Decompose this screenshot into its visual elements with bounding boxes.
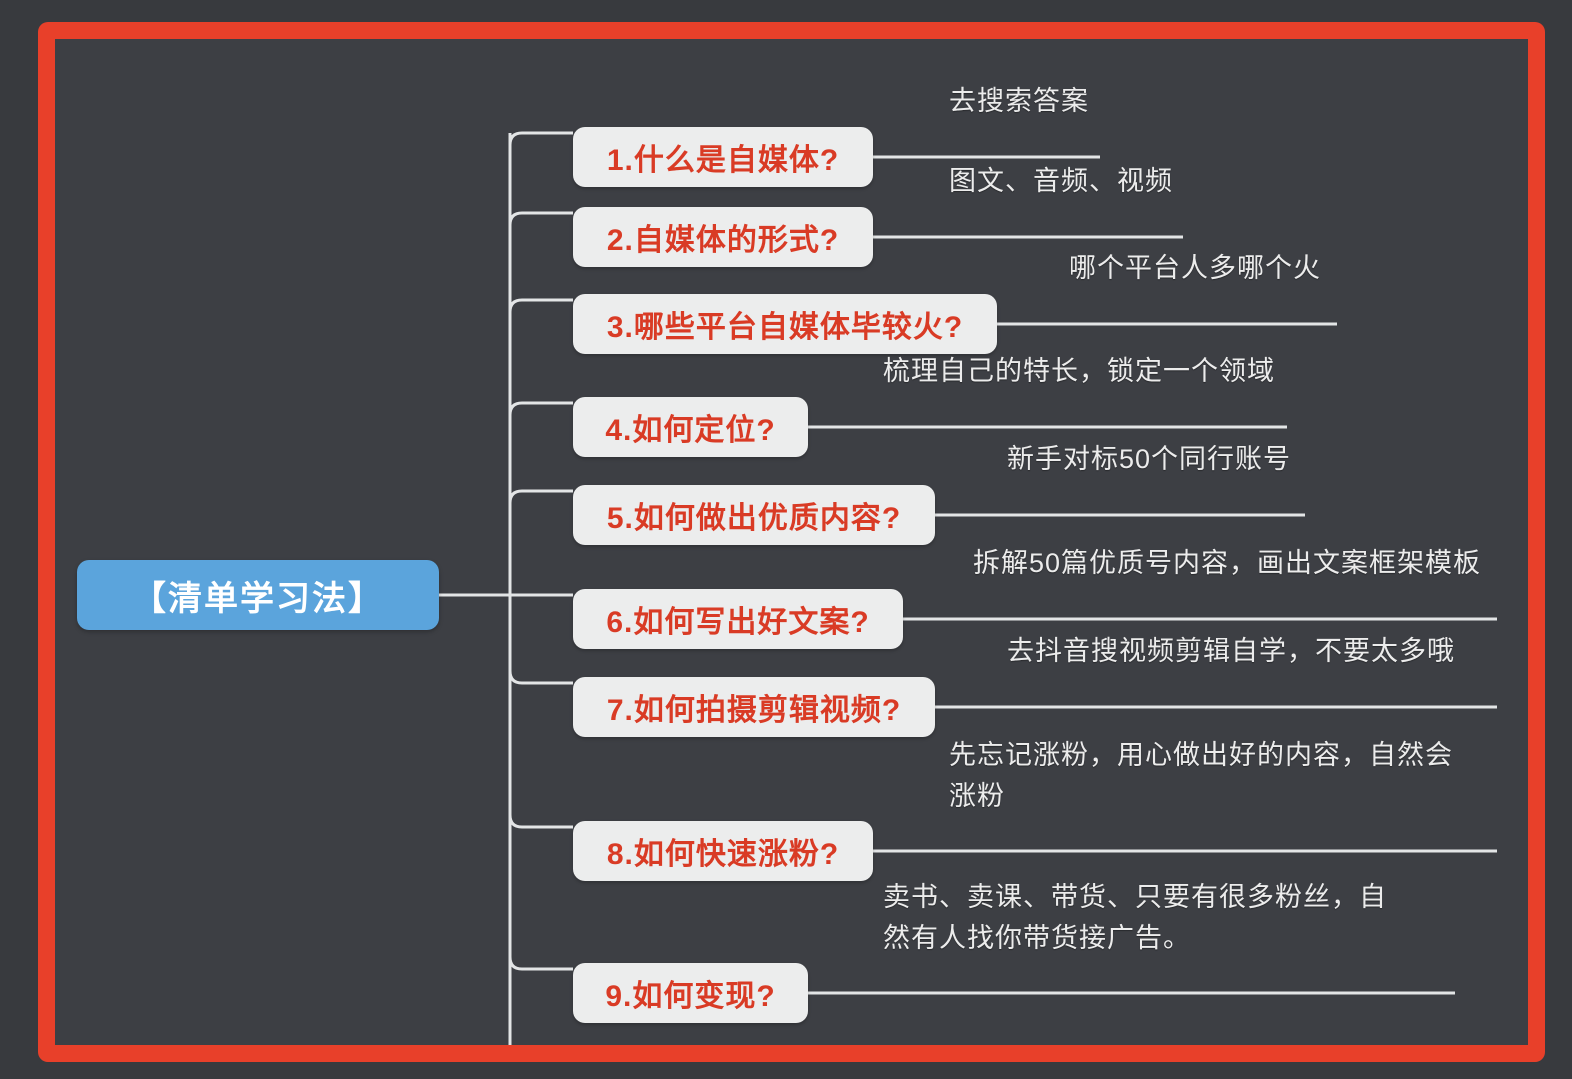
topic-node-2[interactable]: 2.自媒体的形式?	[573, 207, 873, 267]
topic-node-8[interactable]: 8.如何快速涨粉?	[573, 821, 873, 881]
topic-node-7-label: 7.如何拍摄剪辑视频?	[606, 694, 902, 727]
note-5: 新手对标50个同行账号	[1007, 444, 1292, 474]
note-7: 去抖音搜视频剪辑自学，不要太多哦	[1007, 636, 1455, 666]
mindmap-board: 【清单学习法】 1.什么是自媒体? 2.自媒体的形式? 3.哪些平台自媒体毕较火…	[55, 39, 1528, 1045]
wire-elbow-5	[508, 489, 573, 504]
root-node-label: 【清单学习法】	[132, 579, 384, 618]
note-2: 图文、音频、视频	[949, 166, 1173, 196]
topic-node-6[interactable]: 6.如何写出好文案?	[573, 589, 903, 649]
topic-node-5[interactable]: 5.如何做出优质内容?	[573, 485, 935, 545]
note-8: 先忘记涨粉，用心做出好的内容，自然会 涨粉	[949, 740, 1453, 811]
topic-node-2-label: 2.自媒体的形式?	[606, 224, 840, 257]
topic-node-6-label: 6.如何写出好文案?	[606, 606, 870, 639]
wire-elbow-2	[508, 211, 573, 226]
note-3: 哪个平台人多哪个火	[1069, 253, 1321, 283]
note-6: 拆解50篇优质号内容，画出文案框架模板	[973, 548, 1482, 578]
topic-node-4-label: 4.如何定位?	[605, 414, 776, 447]
topic-node-8-label: 8.如何快速涨粉?	[606, 838, 840, 871]
topic-node-1[interactable]: 1.什么是自媒体?	[573, 127, 873, 187]
wire-elbow-7	[508, 670, 573, 685]
wire-elbow-3	[508, 298, 573, 313]
topic-node-7[interactable]: 7.如何拍摄剪辑视频?	[573, 677, 935, 737]
note-9: 卖书、卖课、带货、只要有很多粉丝，自 然有人找你带货接广告。	[883, 882, 1387, 953]
topic-node-1-label: 1.什么是自媒体?	[606, 144, 840, 177]
note-1: 去搜索答案	[949, 86, 1089, 116]
note-4: 梳理自己的特长，锁定一个领域	[883, 356, 1275, 386]
topic-node-3-label: 3.哪些平台自媒体毕较火?	[606, 311, 964, 344]
wire-elbow-4	[508, 401, 573, 416]
topic-node-9[interactable]: 9.如何变现?	[573, 963, 808, 1023]
wire-elbow-1	[508, 131, 573, 146]
topic-node-4[interactable]: 4.如何定位?	[573, 397, 808, 457]
wire-elbow-8	[508, 814, 573, 829]
root-node[interactable]: 【清单学习法】	[77, 560, 439, 630]
wire-elbow-9	[508, 956, 573, 971]
topic-node-3[interactable]: 3.哪些平台自媒体毕较火?	[573, 294, 997, 354]
topic-node-9-label: 9.如何变现?	[605, 980, 776, 1013]
topic-node-5-label: 5.如何做出优质内容?	[606, 502, 902, 535]
